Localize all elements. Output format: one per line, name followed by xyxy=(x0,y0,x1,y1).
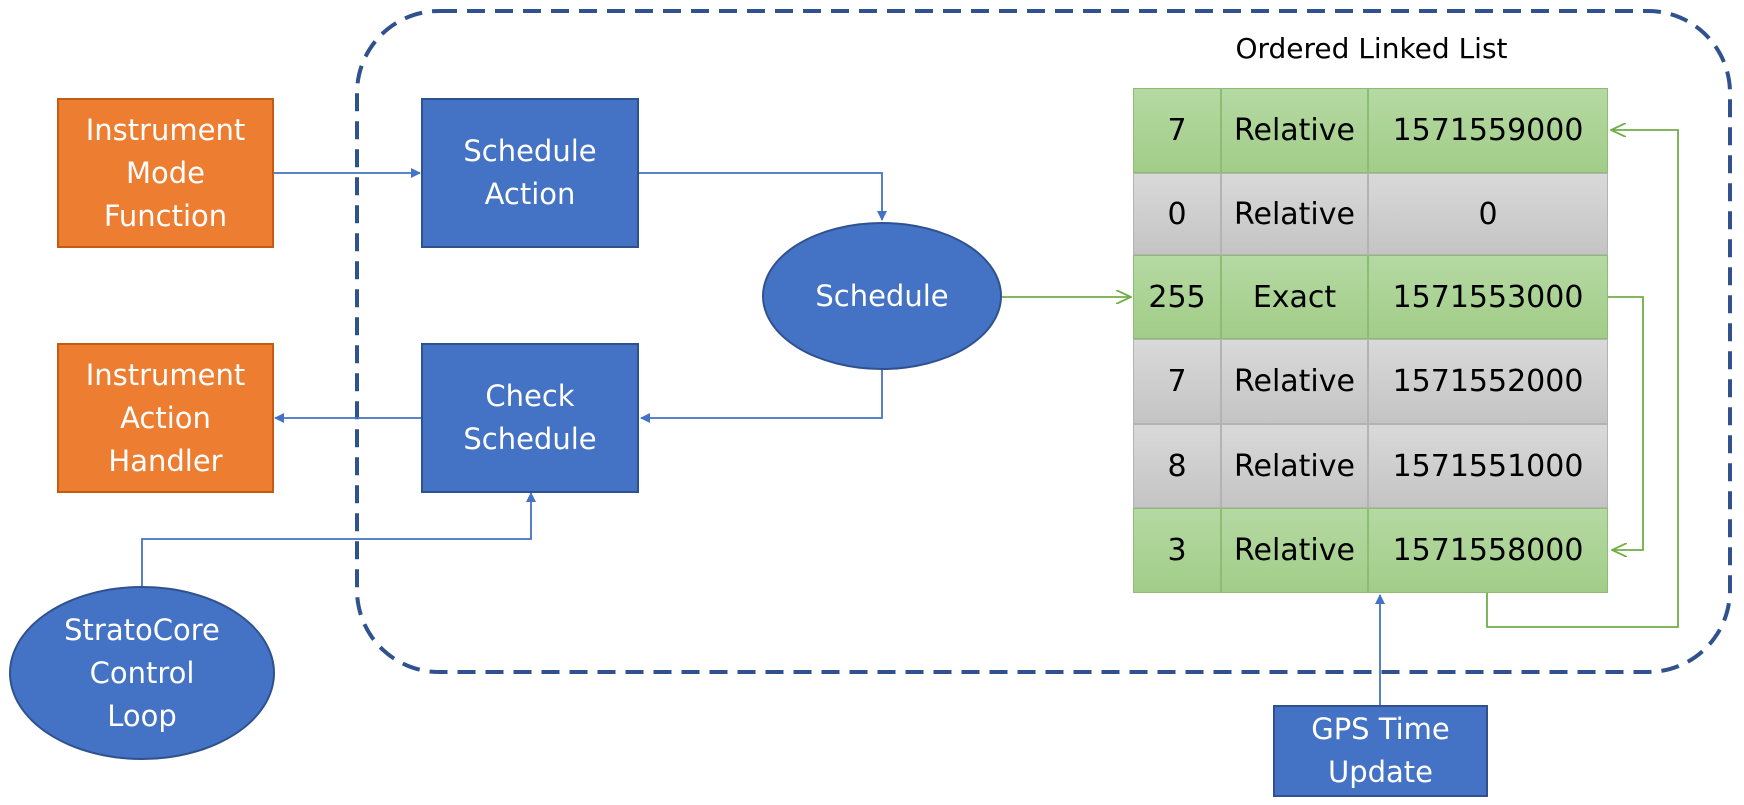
instrument-action-handler-line-1: Instrument xyxy=(85,357,246,392)
linked-list-title: Ordered Linked List xyxy=(1235,32,1508,65)
schedule-action-box: Schedule Action xyxy=(421,98,639,248)
list-cell-type: Relative xyxy=(1221,508,1368,593)
gps-time-update-line-2: Update xyxy=(1327,755,1434,789)
schedule-ellipse: Schedule xyxy=(762,222,1002,370)
stratocore-control-loop-ellipse: StratoCore Control Loop xyxy=(9,586,275,760)
instrument-mode-function-line-1: Instrument xyxy=(85,112,246,147)
list-cell-time: 1571559000 xyxy=(1368,88,1608,173)
list-cell-id: 7 xyxy=(1133,88,1221,173)
arrow-schedule-to-check-schedule xyxy=(640,370,883,423)
stratocore-control-loop-line-2: Control xyxy=(89,655,195,690)
list-cell-id: 255 xyxy=(1133,255,1221,339)
list-cell-type: Relative xyxy=(1221,424,1368,508)
list-cell-type: Relative xyxy=(1221,88,1368,173)
instrument-action-handler-line-3: Handler xyxy=(108,443,223,478)
list-cell-type: Relative xyxy=(1221,173,1368,255)
schedule-action-line-2: Action xyxy=(484,177,576,211)
instrument-action-handler-line-2: Action xyxy=(120,400,211,435)
arrow-control-loop-to-check-schedule xyxy=(141,492,536,586)
check-schedule-line-2: Schedule xyxy=(463,422,597,456)
list-cell-id: 0 xyxy=(1133,173,1221,255)
instrument-mode-function-line-2: Mode xyxy=(125,155,205,190)
arrow-schedule-action-to-schedule xyxy=(639,172,887,221)
list-cell-id: 8 xyxy=(1133,424,1221,508)
arrow-link-3-to-7 xyxy=(1486,130,1679,628)
arrow-link-255-to-3 xyxy=(1608,296,1644,550)
schedule-action-line-1: Schedule xyxy=(463,134,597,168)
check-schedule-box: Check Schedule xyxy=(421,343,639,493)
list-cell-type: Relative xyxy=(1221,339,1368,424)
list-cell-time: 1571558000 xyxy=(1368,508,1608,593)
schedule-label: Schedule xyxy=(815,278,949,313)
gps-time-update-line-1: GPS Time xyxy=(1311,712,1450,746)
system-boundary xyxy=(355,9,1732,674)
instrument-mode-function-line-3: Function xyxy=(103,198,228,233)
list-cell-time: 1571552000 xyxy=(1368,339,1608,424)
instrument-action-handler-box: Instrument Action Handler xyxy=(57,343,274,493)
stratocore-control-loop-line-3: Loop xyxy=(107,698,177,733)
list-cell-time: 1571553000 xyxy=(1368,255,1608,339)
check-schedule-line-1: Check xyxy=(485,379,575,413)
list-cell-time: 0 xyxy=(1368,173,1608,255)
list-cell-id: 7 xyxy=(1133,339,1221,424)
list-cell-type: Exact xyxy=(1221,255,1368,339)
gps-time-update-box: GPS Time Update xyxy=(1273,705,1488,797)
stratocore-control-loop-line-1: StratoCore xyxy=(64,612,220,647)
list-cell-id: 3 xyxy=(1133,508,1221,593)
list-cell-time: 1571551000 xyxy=(1368,424,1608,508)
instrument-mode-function-box: Instrument Mode Function xyxy=(57,98,274,248)
